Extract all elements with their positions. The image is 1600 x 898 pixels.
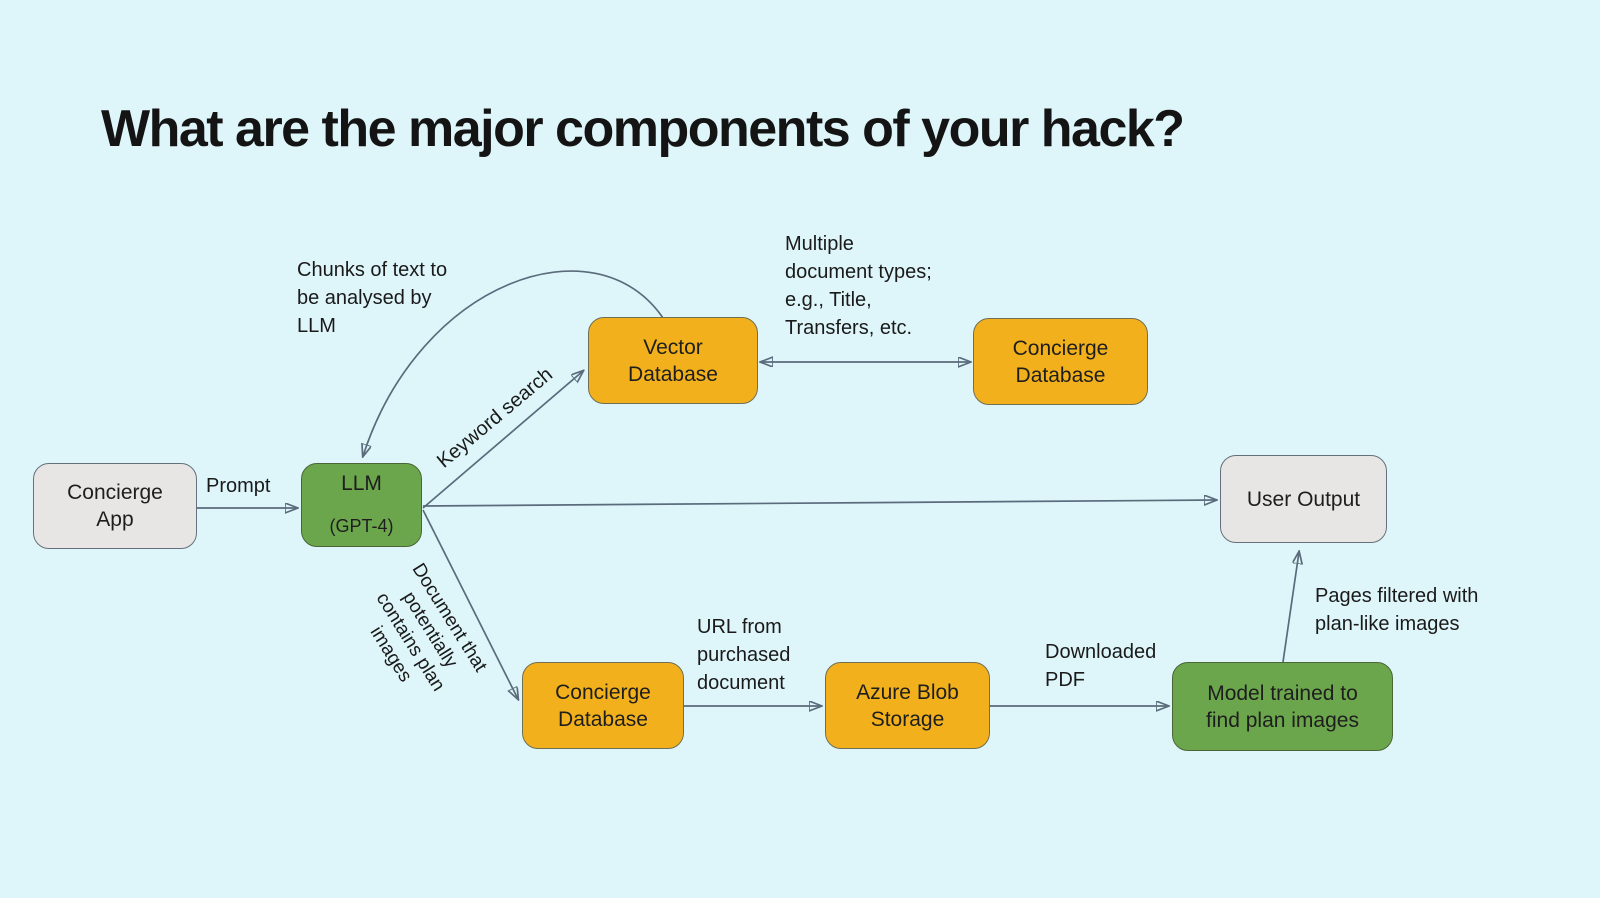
label-downloaded-pdf: Downloaded PDF: [1045, 641, 1157, 691]
edge-keyword-search: [422, 371, 583, 509]
node-vector-database[interactable]: Vector Database: [588, 317, 758, 404]
node-label: LLM: [341, 472, 382, 495]
label-url-from-document: URL from purchased document: [697, 616, 791, 694]
label-prompt: Prompt: [206, 475, 271, 497]
node-label: Vector Database: [628, 335, 718, 386]
label-multiple-document-types: Multiple document types; e.g., Title, Tr…: [785, 233, 932, 339]
node-sublabel: (GPT-4): [329, 516, 394, 536]
edge-chunks-curve: [363, 270, 664, 456]
node-label: Model trained to find plan images: [1206, 681, 1359, 732]
node-user-output[interactable]: User Output: [1220, 455, 1387, 543]
node-concierge-database-top[interactable]: Concierge Database: [973, 318, 1148, 405]
node-plan-image-model[interactable]: Model trained to find plan images: [1172, 662, 1393, 751]
node-concierge-database-bottom[interactable]: Concierge Database: [522, 662, 684, 749]
label-chunks-of-text: Chunks of text to be analysed by LLM: [297, 259, 448, 337]
node-azure-blob-storage[interactable]: Azure Blob Storage: [825, 662, 990, 749]
node-label: Concierge Database: [1012, 336, 1109, 387]
node-label: Concierge App: [67, 481, 163, 531]
edge-model-to-user-output: [1282, 552, 1299, 663]
edge-llm-to-user-output: [422, 500, 1216, 507]
node-concierge-app[interactable]: Concierge App: [33, 463, 197, 549]
node-llm[interactable]: LLM (GPT-4): [301, 463, 422, 547]
edge-llm-to-concierge-db: [422, 509, 518, 699]
page-title: What are the major components of your ha…: [101, 100, 1185, 158]
node-label: Concierge Database: [555, 680, 651, 731]
node-label: User Output: [1246, 487, 1361, 511]
label-pages-filtered: Pages filtered with plan-like images: [1315, 585, 1479, 635]
node-label: Azure Blob Storage: [856, 680, 959, 731]
